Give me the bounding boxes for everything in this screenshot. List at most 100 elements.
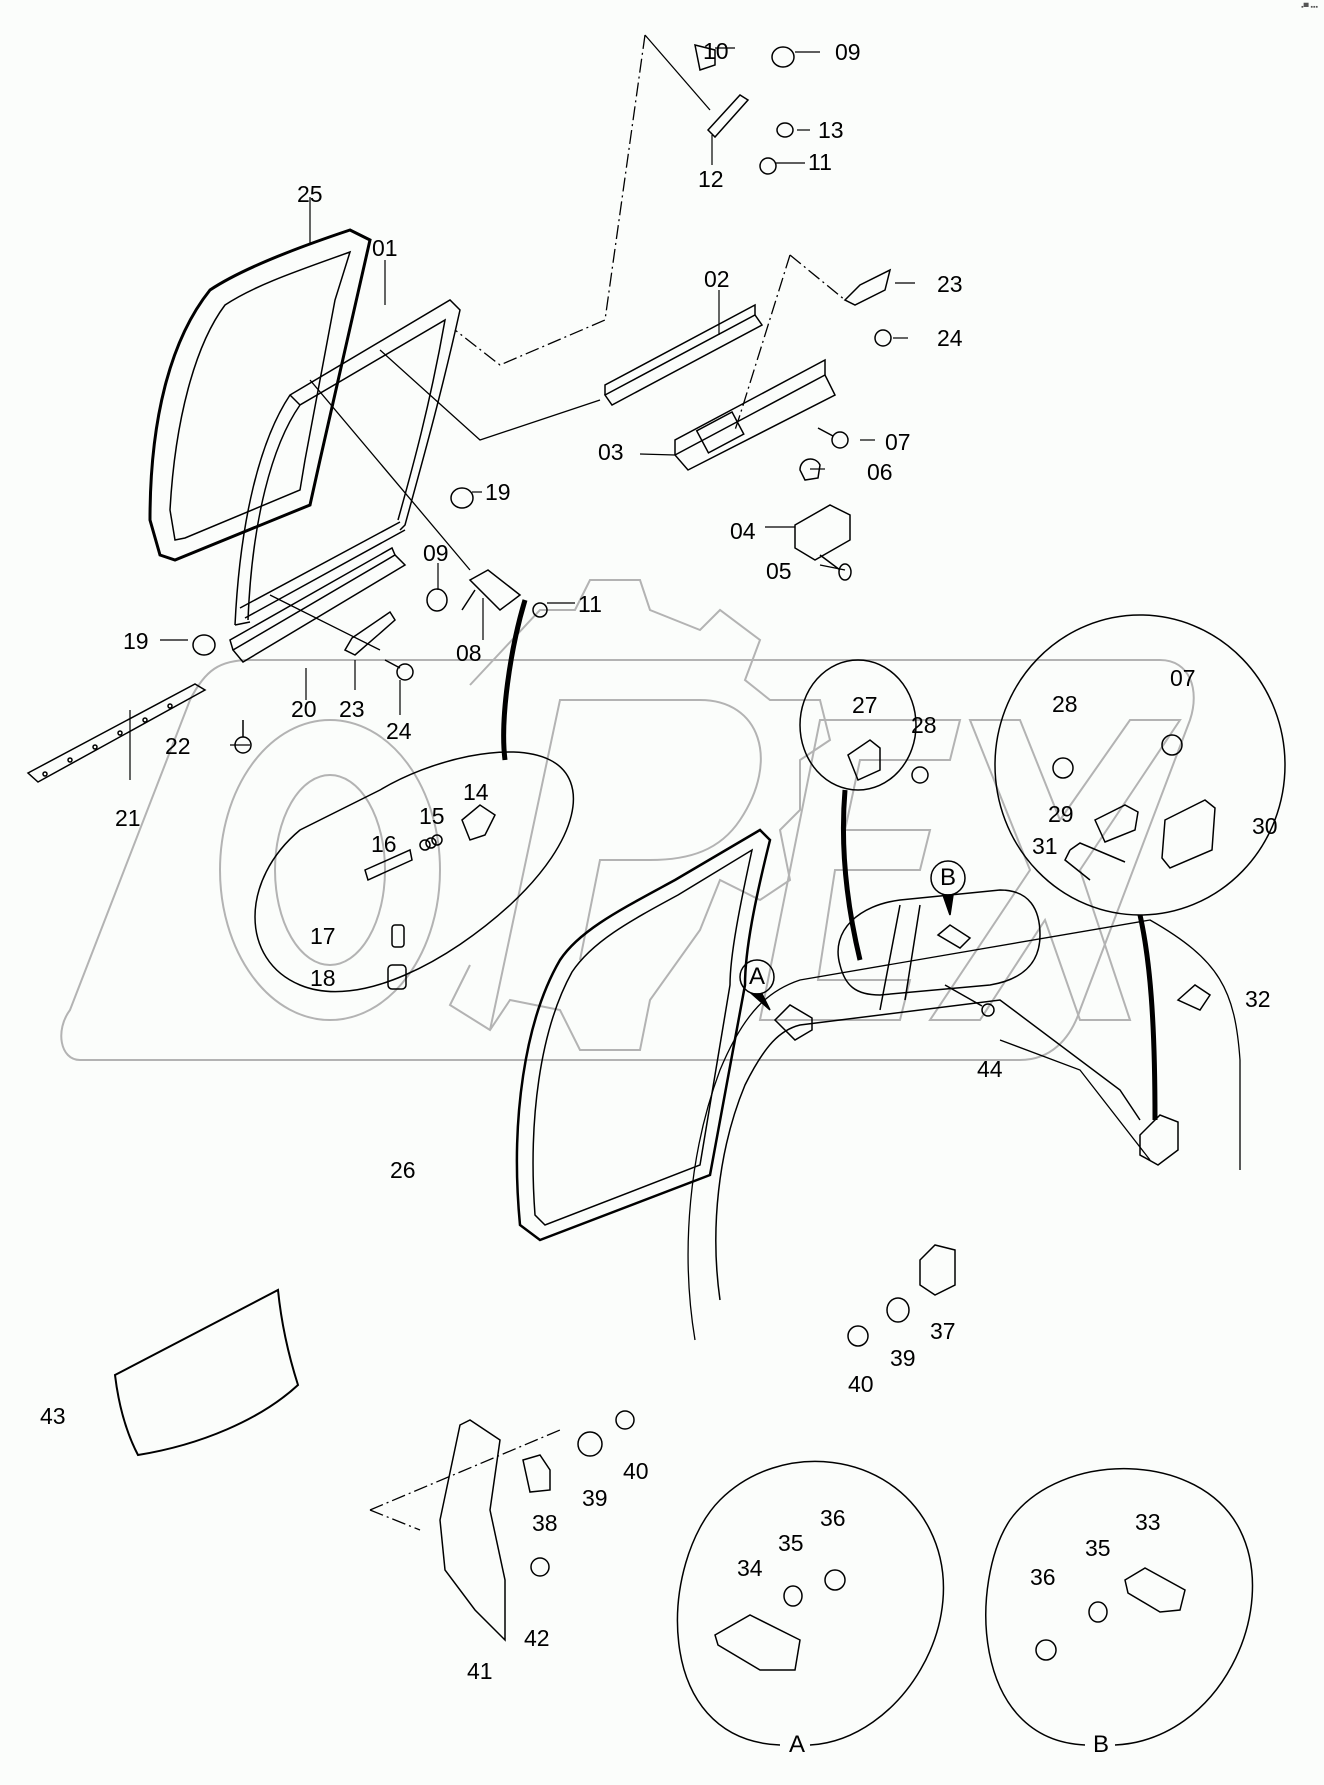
label-24-lower: 24 <box>386 718 412 744</box>
label-06: 06 <box>867 459 893 485</box>
label-34: 34 <box>737 1555 763 1581</box>
label-11-mid: 11 <box>578 591 602 617</box>
hinge-b-on-cab <box>936 924 972 949</box>
part-14-sleeve <box>461 804 496 841</box>
part-06-cap <box>799 458 821 481</box>
part-08-latch <box>461 569 522 611</box>
part-19-roller-upper <box>450 487 474 509</box>
label-09-top: 09 <box>835 39 861 65</box>
part-03-slider <box>673 358 837 471</box>
label-44: 44 <box>977 1056 1003 1082</box>
label-19-upper: 19 <box>485 479 511 505</box>
part-44-pin <box>944 984 995 1017</box>
label-12: 12 <box>698 166 724 192</box>
part-21-strip <box>26 683 207 783</box>
part-20-rail <box>229 546 407 663</box>
watermark-gear <box>448 579 832 1051</box>
part-09-damper-top <box>771 46 795 68</box>
part-40-bolt-upper <box>847 1325 869 1347</box>
label-13: 13 <box>818 117 844 143</box>
corner-mark: ▪▀ ▪▪▪ <box>1301 4 1318 11</box>
cab-body <box>687 889 1241 1341</box>
part-24-bolt-lower <box>384 659 414 681</box>
label-40-upper: 40 <box>848 1371 874 1397</box>
label-08: 08 <box>456 640 482 666</box>
label-32: 32 <box>1245 986 1271 1012</box>
label-10: 10 <box>703 38 729 64</box>
label-21: 21 <box>115 805 141 831</box>
label-39-lower: 39 <box>582 1485 608 1511</box>
part-02-rail <box>603 303 764 406</box>
label-20: 20 <box>291 696 317 722</box>
part-15-spring <box>419 834 443 851</box>
label-29: 29 <box>1048 801 1074 827</box>
label-07-detail: 07 <box>1170 665 1196 691</box>
part-40-bolt-lower <box>615 1410 635 1430</box>
label-35-b: 35 <box>1085 1535 1111 1561</box>
part-27-striker <box>847 739 881 782</box>
label-leaders <box>129 47 915 780</box>
watermark-letter-o <box>219 719 441 1021</box>
part-11-bolt-mid <box>532 602 548 618</box>
part-22-bolt <box>234 720 252 754</box>
label-23-lower: 23 <box>339 696 365 722</box>
label-28-small: 28 <box>911 712 937 738</box>
part-25-glass-seal <box>148 228 372 562</box>
label-04: 04 <box>730 518 756 544</box>
part-29-plate <box>1094 804 1139 843</box>
detail-a-caption: A <box>789 1731 806 1758</box>
label-25: 25 <box>297 181 323 207</box>
part-23-bracket-upper <box>843 268 892 306</box>
label-16: 16 <box>371 831 397 857</box>
part-42-bolt <box>530 1557 550 1577</box>
part-33-plate-b <box>1124 1567 1186 1613</box>
part-38-clip <box>522 1454 551 1493</box>
part-35-spacer-b <box>1088 1601 1108 1623</box>
label-02: 02 <box>704 266 730 292</box>
part-04-block <box>794 504 851 561</box>
watermark-letter-e <box>758 719 962 1021</box>
label-03: 03 <box>598 439 624 465</box>
label-17: 17 <box>310 923 336 949</box>
part-16-pin <box>364 848 413 882</box>
part-13-nut <box>776 122 794 138</box>
watermark-outline <box>60 659 1195 1061</box>
part-30-catch <box>1161 799 1216 869</box>
label-36-b: 36 <box>1030 1564 1056 1590</box>
label-24-top: 24 <box>937 325 963 351</box>
part-32-stopper <box>1176 984 1212 1011</box>
part-07-bolt-top <box>817 427 849 449</box>
watermark-letter-x <box>928 719 1182 1021</box>
part-24-bolt-upper <box>874 329 892 347</box>
label-09-mid: 09 <box>423 540 449 566</box>
label-26: 26 <box>390 1157 416 1183</box>
part-17-pin <box>391 924 405 948</box>
label-43: 43 <box>40 1403 66 1429</box>
label-18: 18 <box>310 965 336 991</box>
part-01-frame <box>234 299 461 626</box>
detail-b-caption: B <box>1093 1731 1110 1758</box>
label-41: 41 <box>467 1658 493 1684</box>
detail-bubble-latch-internals <box>254 599 575 993</box>
label-40-lower: 40 <box>623 1458 649 1484</box>
part-43-panel <box>113 1288 300 1457</box>
label-19-lower: 19 <box>123 628 149 654</box>
label-39-upper: 39 <box>890 1345 916 1371</box>
part-35-spacer-a <box>783 1585 803 1607</box>
label-35-a: 35 <box>778 1530 804 1556</box>
label-27: 27 <box>852 692 878 718</box>
label-22: 22 <box>165 733 191 759</box>
part-07-bolt-detail <box>1161 734 1183 756</box>
part-11-bolt-top <box>759 157 777 175</box>
part-34-bracket-a <box>714 1614 801 1671</box>
detail-bubble-a <box>676 1460 945 1746</box>
part-26-door-seal <box>515 828 772 1242</box>
marker-a-circle <box>739 959 775 1011</box>
label-33: 33 <box>1135 1509 1161 1535</box>
hinge-a-on-cab <box>773 1004 813 1041</box>
detail-bubble-b <box>985 1468 1254 1746</box>
part-37-holder <box>919 1244 956 1296</box>
marker-b-letter: B <box>940 864 957 891</box>
